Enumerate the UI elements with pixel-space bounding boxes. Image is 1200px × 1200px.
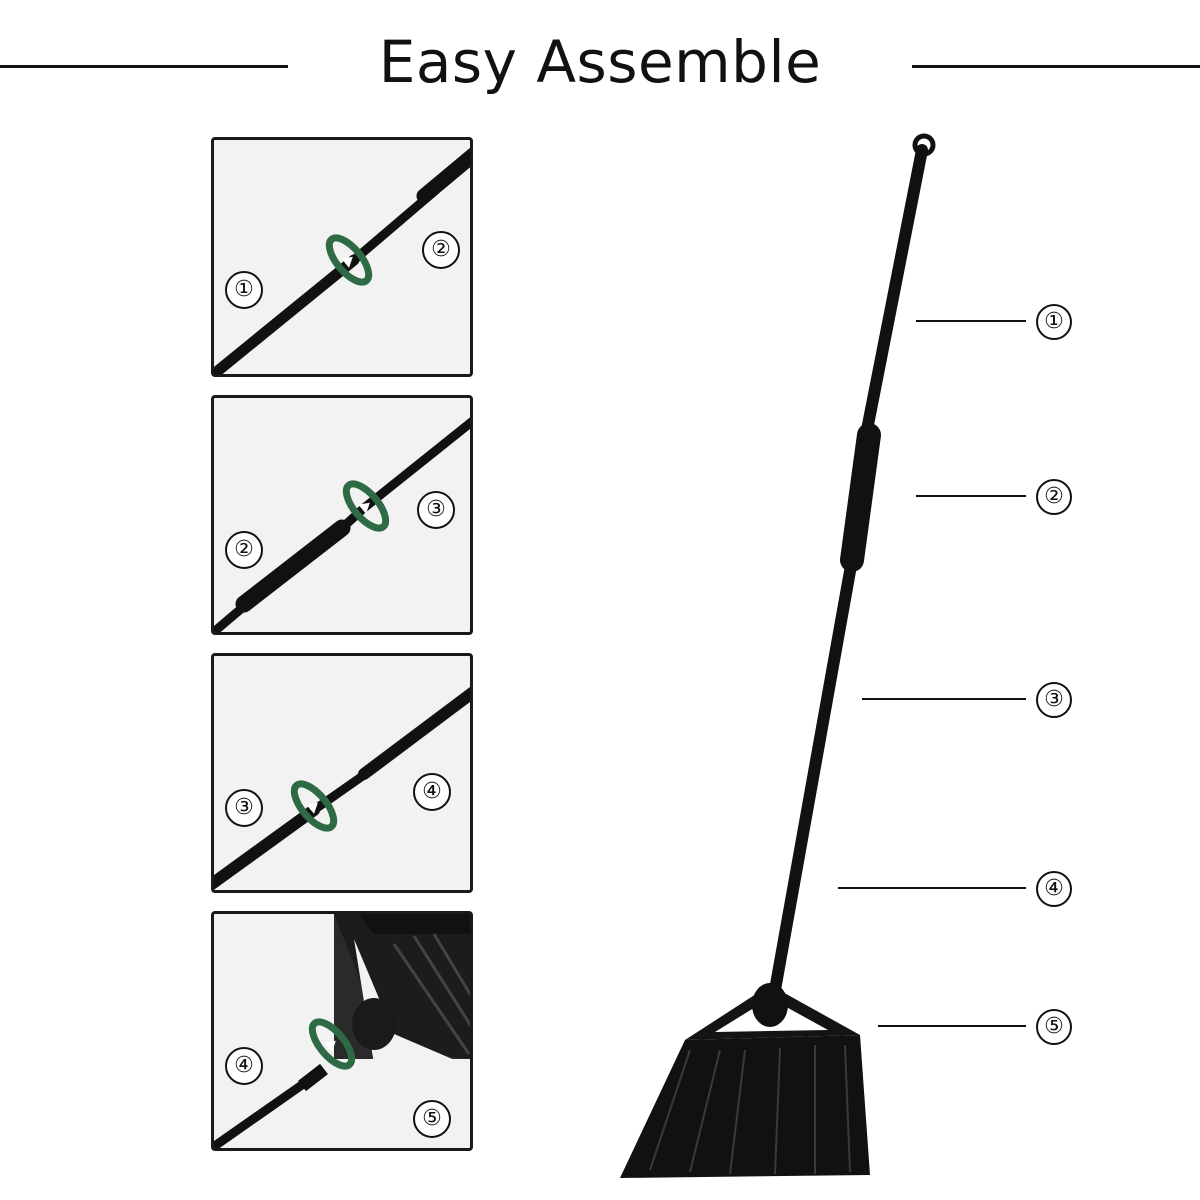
title-rule-right <box>912 65 1200 68</box>
twist-ring-icon <box>342 480 390 532</box>
title-rule-left <box>0 65 288 68</box>
twist-ring-icon <box>308 1018 356 1070</box>
leader-line <box>916 320 1026 322</box>
part-label: ④ <box>1036 871 1072 907</box>
part-label: ⑤ <box>1036 1009 1072 1045</box>
twist-ring-icon <box>325 234 373 286</box>
twist-ring-icon <box>290 780 338 832</box>
pole-joint-illustration <box>214 147 470 374</box>
part-label: ① <box>1036 304 1072 340</box>
pole-joint-illustration <box>214 687 470 890</box>
step-panel-2: ② ③ <box>211 395 473 635</box>
part-label: ② <box>422 231 460 269</box>
step-panel-4: ④ ⑤ <box>211 911 473 1151</box>
page-title: Easy Assemble <box>378 28 822 96</box>
part-label: ① <box>225 271 263 309</box>
part-label: ④ <box>413 773 451 811</box>
leader-line <box>878 1025 1026 1027</box>
part-label: ③ <box>1036 682 1072 718</box>
step-panel-3: ③ ④ <box>211 653 473 893</box>
part-label: ⑤ <box>413 1100 451 1138</box>
part-label: ③ <box>225 789 263 827</box>
broom-head-joint-illustration <box>214 914 470 1148</box>
part-label: ③ <box>417 491 455 529</box>
leader-line <box>916 495 1026 497</box>
part-label: ② <box>225 531 263 569</box>
part-label: ② <box>1036 479 1072 515</box>
leader-line <box>838 887 1026 889</box>
leader-line <box>862 698 1026 700</box>
pole-joint-illustration <box>214 417 470 632</box>
part-label: ④ <box>225 1047 263 1085</box>
step-panel-1: ① ② <box>211 137 473 377</box>
